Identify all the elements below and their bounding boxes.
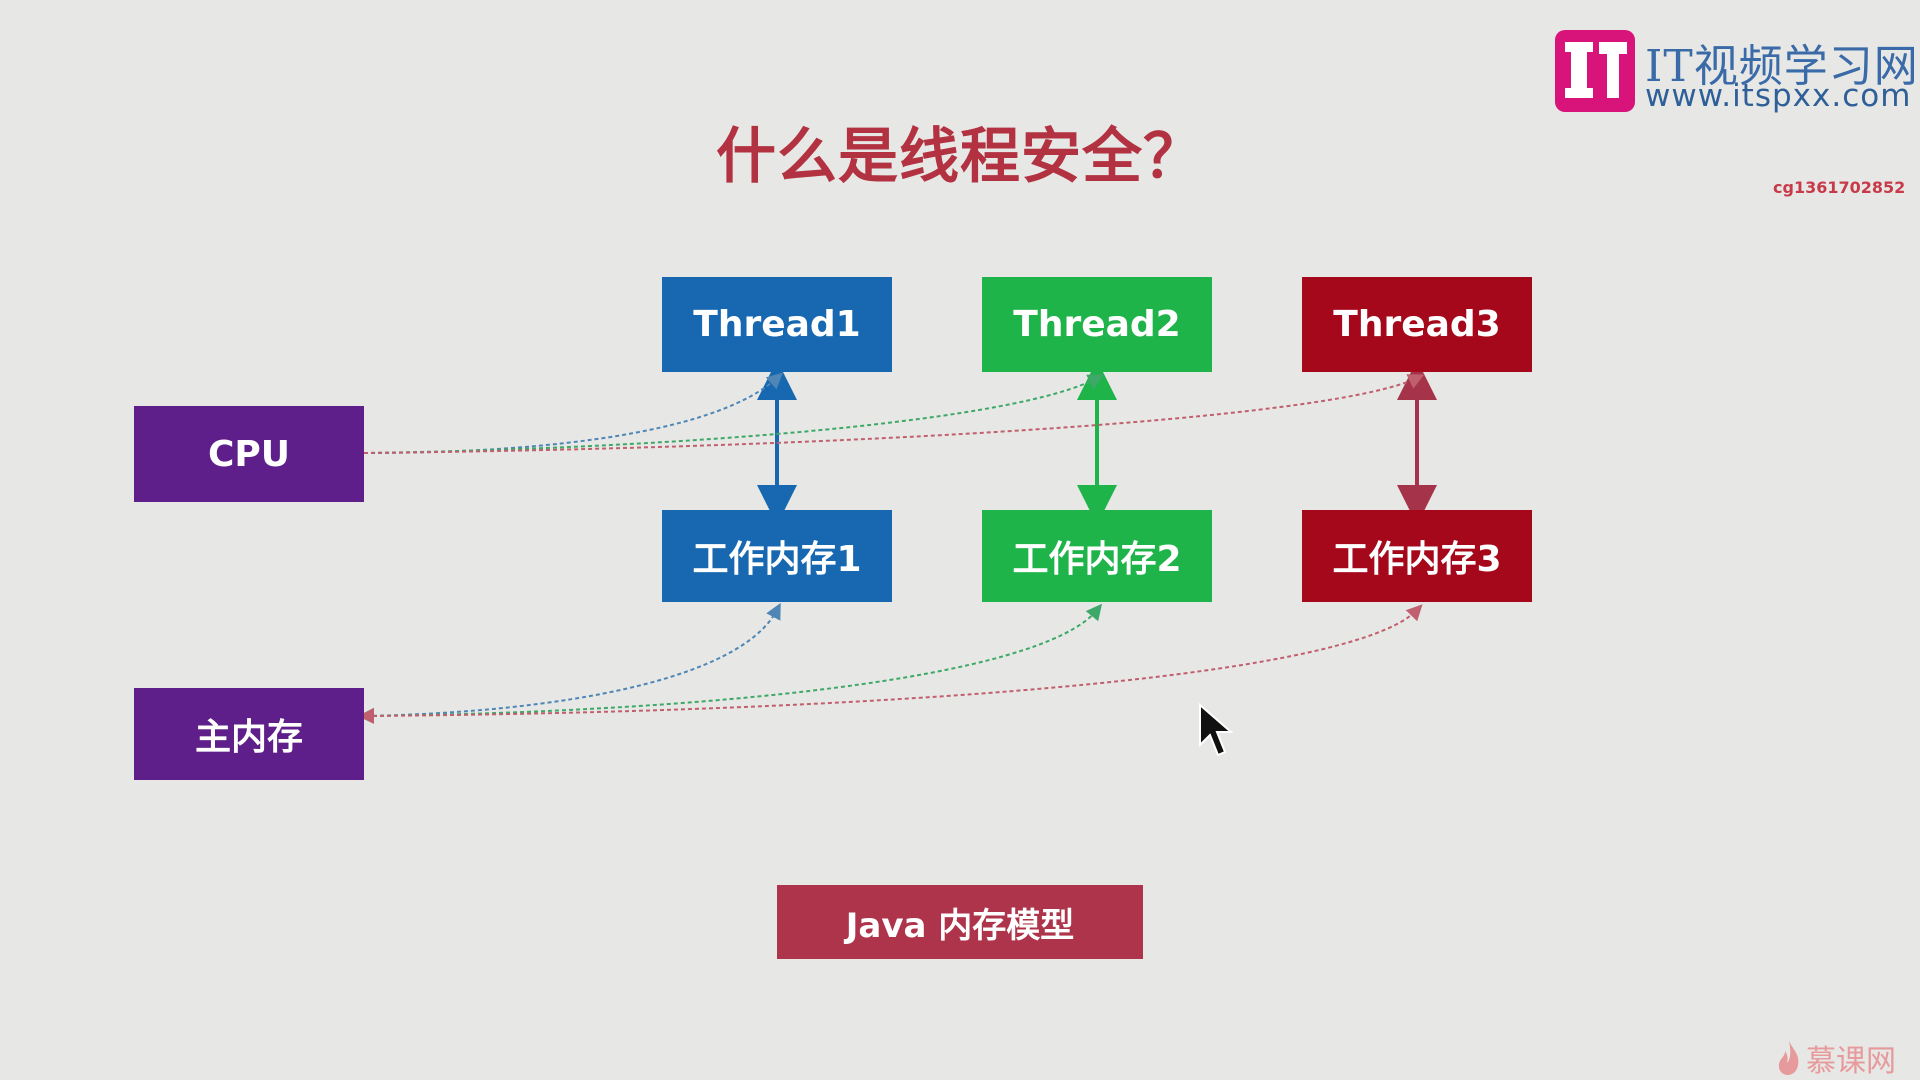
logo-icon: [1555, 30, 1635, 112]
mouse-cursor-icon: [1199, 703, 1234, 757]
main-memory-box: 主内存: [134, 688, 364, 780]
main-memory-wm1-link: [358, 602, 781, 724]
logo-name: IT视频学习网: [1645, 41, 1919, 92]
working-memory3-box: 工作内存3: [1302, 510, 1532, 602]
thread2-box: Thread2: [982, 277, 1212, 372]
working-memory1-box: 工作内存1: [662, 510, 892, 602]
watermark-id: cg1361702852: [1773, 178, 1906, 197]
cpu-thread2-link: [363, 374, 1105, 454]
main-memory-wm2-link: [358, 603, 1103, 724]
cpu-thread1-link: [363, 372, 783, 454]
caption-box: Java 内存模型: [777, 885, 1143, 959]
page-title: 什么是线程安全？: [716, 122, 1204, 192]
working-memory2-box: 工作内存2: [982, 510, 1212, 602]
main-memory-wm3-link: [358, 604, 1423, 724]
thread1-box: Thread1: [662, 277, 892, 372]
cpu-box: CPU: [134, 406, 364, 502]
cpu-thread3-link: [363, 374, 1425, 454]
brand-logo: 慕课网: [1776, 1036, 1896, 1080]
thread3-box: Thread3: [1302, 277, 1532, 372]
brand-name: 慕课网: [1806, 1044, 1896, 1079]
flame-icon: [1778, 1041, 1799, 1075]
logo-url: www.itspxx.com: [1645, 78, 1912, 114]
